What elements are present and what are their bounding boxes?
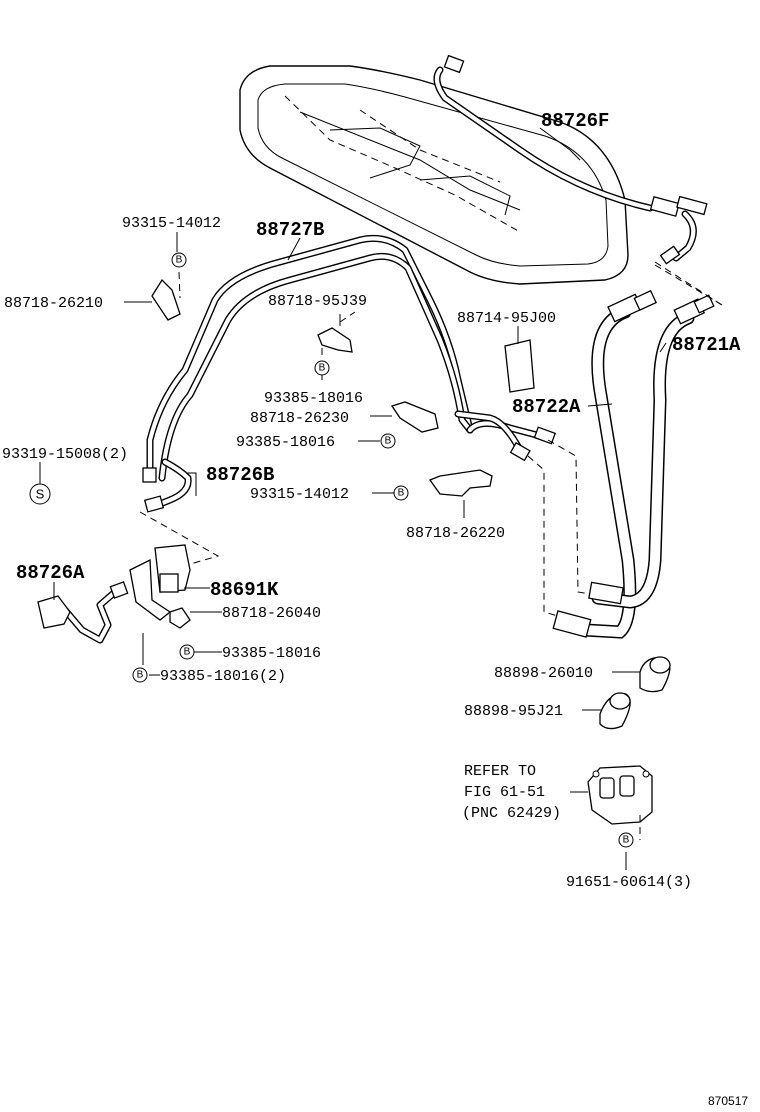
bolt-symbol: B [314, 360, 330, 376]
cushion-88714-95J00 [504, 339, 535, 393]
label-88726F: 88726F [541, 110, 609, 132]
label-91651-60614: 91651-60614(3) [566, 874, 692, 891]
bolt-symbol: B [618, 832, 634, 848]
label-93385-18016-c: 93385-18016 [222, 645, 321, 662]
grommet-88898-95J21 [599, 692, 631, 730]
label-88691K: 88691K [210, 579, 279, 601]
label-93315-14012-mid: 93315-14012 [250, 486, 349, 503]
label-88718-26040: 88718-26040 [222, 605, 321, 622]
svg-text:B: B [319, 363, 326, 374]
hose-88721A [588, 264, 723, 609]
leaders [39, 127, 667, 870]
dash-hose-a [547, 439, 591, 595]
label-88718-95J39: 88718-95J39 [268, 293, 367, 310]
clamp-88718-26230 [390, 401, 439, 433]
bolt-symbol: B [179, 644, 195, 660]
label-88898-26010: 88898-26010 [494, 665, 593, 682]
label-93385-18016-b: 93385-18016 [236, 434, 335, 451]
label-93385-18016-a: 93385-18016 [264, 390, 363, 407]
svg-text:S: S [36, 487, 45, 502]
bolt-symbol: B [380, 433, 396, 449]
sealant-symbol: S [29, 483, 51, 505]
figure-id: 870517 [708, 1094, 748, 1108]
svg-text:B: B [184, 647, 191, 658]
svg-text:B: B [176, 255, 183, 266]
label-93315-14012-top: 93315-14012 [122, 215, 221, 232]
label-88718-26230: 88718-26230 [250, 410, 349, 427]
label-88898-95J21: 88898-95J21 [464, 703, 563, 720]
svg-text:B: B [385, 436, 392, 447]
clamp-88718-26220 [428, 469, 493, 497]
panel-outline [239, 65, 629, 285]
label-88726A: 88726A [16, 562, 85, 584]
svg-text:B: B [137, 670, 144, 681]
refer-to-line1: REFER TO [464, 763, 536, 780]
gasket-plate [587, 765, 653, 840]
clamp-88718-95J39 [317, 311, 356, 360]
label-88714-95J00: 88714-95J00 [457, 310, 556, 327]
label-88721A: 88721A [672, 334, 741, 356]
label-88722A: 88722A [512, 396, 581, 418]
hose-88722A [552, 289, 657, 639]
label-88718-26210: 88718-26210 [4, 295, 103, 312]
harness-88727B [142, 234, 557, 483]
svg-text:B: B [623, 835, 630, 846]
label-88727B: 88727B [256, 219, 324, 241]
refer-to-line2: FIG 61-51 [464, 784, 545, 801]
svg-text:B: B [398, 488, 405, 499]
label-88726B: 88726B [206, 464, 274, 486]
refer-to-line3: (PNC 62429) [462, 805, 561, 822]
label-88718-26220: 88718-26220 [406, 525, 505, 542]
grommet-88898-26010 [639, 656, 671, 693]
harness-88726B [139, 458, 220, 571]
harness-88726A [37, 581, 129, 644]
label-93385-18016-d: 93385-18016(2) [160, 668, 286, 685]
bolt-symbol: B [393, 485, 409, 501]
dash-hose-b [527, 455, 559, 617]
bolt-symbol: B [171, 252, 187, 268]
bolt-symbol: B [132, 667, 148, 683]
valve-88691K [129, 544, 191, 629]
clamp-88718-26210 [151, 271, 181, 321]
harness-88726F [433, 54, 723, 306]
label-93319-15008: 93319-15008(2) [2, 446, 128, 463]
